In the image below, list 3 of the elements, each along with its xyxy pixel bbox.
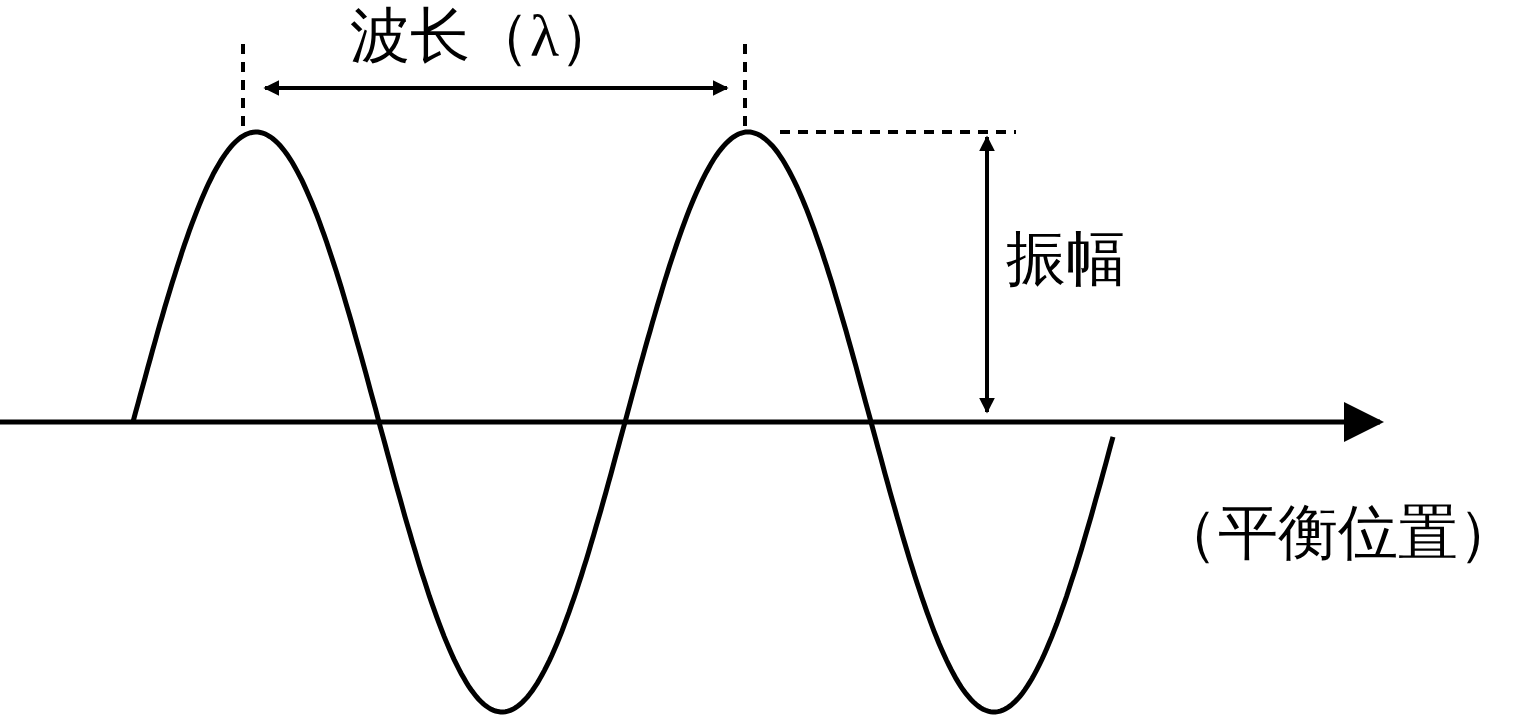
axis-label: （平衡位置） bbox=[1158, 500, 1514, 566]
dimension-label: 波长（λ） bbox=[350, 3, 620, 69]
dimension-label: 振幅 bbox=[1006, 226, 1126, 292]
